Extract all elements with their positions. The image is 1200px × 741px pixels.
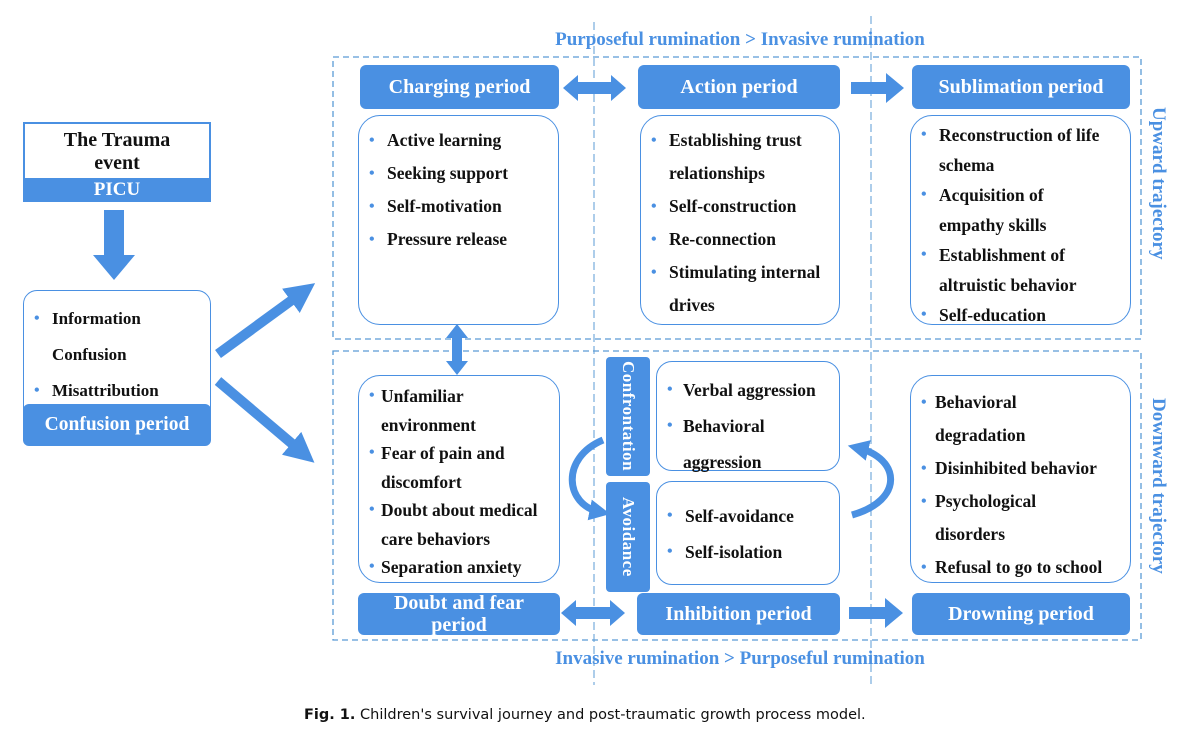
doubt-item: Separation anxiety — [359, 553, 559, 582]
trauma-event-box: The Trauma event PICU — [23, 122, 211, 202]
avoidance-item: Self-isolation — [657, 534, 839, 570]
upper-region-frame — [332, 56, 1142, 340]
doubt-box: Unfamiliar environment Fear of pain and … — [358, 375, 560, 583]
drowning-period-header: Drowning period — [912, 593, 1130, 635]
action-item: Establishing trust relationships — [641, 124, 839, 190]
sublimation-item: Establishment of altruistic behavior — [911, 240, 1130, 300]
arrow-trauma-to-confusion — [93, 210, 135, 280]
confrontation-item: Behavioral aggression — [657, 408, 839, 480]
action-item: Self-construction — [641, 190, 839, 223]
avoidance-item: Self-avoidance — [657, 498, 839, 534]
drowning-box: Behavioral degradation Disinhibited beha… — [910, 375, 1131, 584]
charging-item: Self-motivation — [359, 190, 558, 223]
drowning-item: Behavioral degradation — [911, 386, 1130, 452]
doubt-item: Unfamiliar environment — [359, 382, 559, 439]
confrontation-label: Confrontation — [606, 357, 650, 476]
confusion-item: Information Confusion — [24, 301, 210, 373]
bottom-label: Invasive rumination > Purposeful ruminat… — [555, 648, 925, 669]
charging-item: Seeking support — [359, 157, 558, 190]
charging-item: Pressure release — [359, 223, 558, 256]
arrow-to-lower — [214, 377, 315, 463]
drowning-item: Refusal to go to school — [911, 551, 1130, 584]
curved-arrow-left — [568, 436, 611, 521]
upward-trajectory-label: Upward trajectory — [1148, 107, 1169, 260]
confrontation-box: Verbal aggression Behavioral aggression — [656, 361, 840, 472]
confusion-item: Misattribution — [24, 373, 210, 409]
caption-fig-number: Fig. 1. — [304, 707, 356, 723]
action-period-header: Action period — [638, 65, 840, 109]
arrow-charging-action — [563, 75, 626, 101]
doubt-fear-period-header: Doubt and fear period — [358, 592, 560, 636]
sublimation-period-header: Sublimation period — [912, 65, 1130, 109]
action-box: Establishing trust relationships Self-co… — [640, 115, 840, 325]
sublimation-item: Acquisition of empathy skills — [911, 180, 1130, 240]
arrow-charging-doubt — [446, 324, 468, 375]
sublimation-item: Reconstruction of life schema — [911, 120, 1130, 180]
lower-region-frame — [332, 350, 1142, 641]
downward-trajectory-label: Downward trajectory — [1148, 398, 1169, 574]
charging-box: Active learning Seeking support Self-mot… — [358, 115, 559, 325]
confusion-period-header: Confusion period — [23, 404, 211, 446]
arrow-doubt-inhibition — [561, 600, 625, 626]
trauma-title: The Trauma event — [63, 129, 171, 174]
drowning-item: Psychological disorders — [911, 485, 1130, 551]
arrow-action-sublimation — [851, 73, 904, 103]
doubt-item: Fear of pain and discomfort — [359, 439, 559, 496]
inhibition-period-header: Inhibition period — [637, 593, 840, 635]
drowning-item: Disinhibited behavior — [911, 452, 1130, 485]
arrow-inhibition-drowning — [849, 598, 903, 628]
arrow-to-upper — [215, 283, 316, 359]
doubt-item: Doubt about medical care behaviors — [359, 496, 559, 553]
avoidance-label: Avoidance — [606, 482, 650, 592]
action-item: Re-connection — [641, 223, 839, 256]
charging-period-header: Charging period — [360, 65, 559, 109]
sublimation-box: Reconstruction of life schema Acquisitio… — [910, 115, 1131, 330]
curved-arrow-right — [847, 440, 895, 519]
top-label: Purposeful rumination > Invasive ruminat… — [555, 29, 925, 50]
figure-caption: Fig. 1. Children's survival journey and … — [304, 707, 924, 723]
avoidance-box: Self-avoidance Self-isolation — [656, 481, 840, 585]
action-item: Stimulating internal drives — [641, 256, 839, 322]
confrontation-item: Verbal aggression — [657, 372, 839, 408]
confusion-box: Information Confusion Misattribution — [23, 290, 211, 425]
picu-label: PICU — [23, 178, 211, 202]
sublimation-item: Self-education — [911, 300, 1130, 330]
charging-item: Active learning — [359, 124, 558, 157]
caption-text: Children's survival journey and post-tra… — [360, 707, 866, 723]
